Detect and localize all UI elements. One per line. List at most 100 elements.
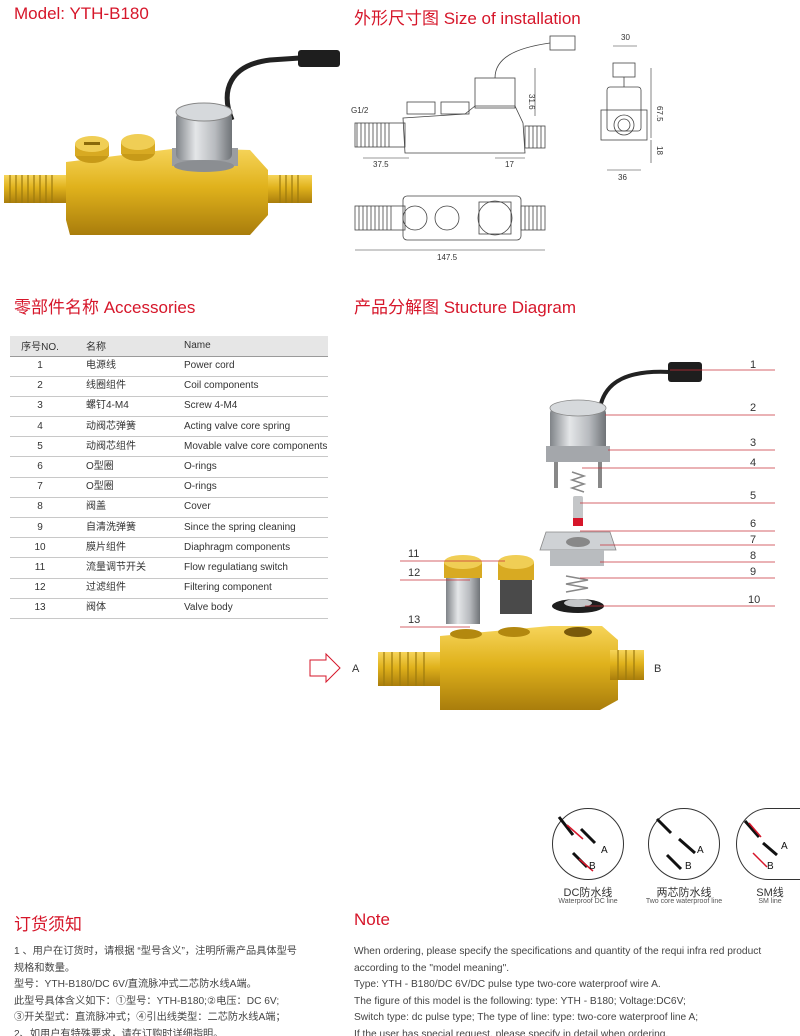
dim-31-6: 31.6 [527, 94, 536, 110]
structure-diagram [309, 362, 702, 710]
dim-67-5: 67.5 [655, 106, 664, 122]
cell-en: O-rings [178, 456, 328, 478]
cell-en: O-rings [178, 477, 328, 498]
dim-18: 18 [655, 146, 664, 155]
cell-no: 13 [10, 598, 70, 619]
cable-two-core-icon: A B [648, 808, 720, 880]
accessories-heading: 零部件名称 Accessories [14, 298, 196, 317]
cable-sm-a: A [781, 841, 788, 852]
col-header-en: Name [178, 336, 328, 357]
installation-heading: 外形尺寸图 Size of installation [354, 9, 581, 28]
ordering-line: 2、如用户有特殊要求，请在订购时详细指明。 [14, 1028, 224, 1036]
cell-cn: 螺钉4-M4 [70, 396, 178, 418]
cable-dc-a: A [601, 845, 608, 856]
cell-cn: 过滤组件 [70, 578, 178, 599]
cell-en: Movable valve core components [178, 436, 328, 458]
cell-cn: 阀体 [70, 598, 178, 619]
dim-37-5: 37.5 [373, 160, 389, 169]
note-line: When ordering, please specify the specif… [354, 946, 762, 957]
note-text-en: When ordering, please specify the specif… [354, 944, 798, 1036]
dim-36: 36 [618, 173, 627, 182]
ordering-line: 规格和数量。 [14, 962, 76, 974]
callout-9: 9 [750, 566, 757, 578]
callout-lines [400, 369, 775, 628]
callout-5: 5 [750, 490, 757, 502]
callout-8: 8 [750, 550, 757, 562]
cell-no: 6 [10, 456, 70, 478]
cell-cn: 膜片组件 [70, 537, 178, 559]
cell-no: 8 [10, 497, 70, 519]
cell-cn: O型圈 [70, 477, 178, 498]
note-line: The figure of this model is the followin… [354, 995, 686, 1007]
col-header-cn: 名称 [70, 336, 178, 357]
callout-13: 13 [408, 614, 421, 626]
note-line: according to the "model meaning". [354, 962, 510, 974]
ordering-text-cn: 1 、用户在订货时，请根据 “型号含义”，注明所需产品具体型号 规格和数量。 型… [14, 944, 339, 1036]
outlet-label: B [654, 663, 662, 675]
dim-thread: G1/2 [351, 106, 369, 115]
table-header-row: 序号NO. 名称 Name [10, 336, 328, 357]
cable-dc-sub: Waterproof DC line [558, 898, 618, 905]
cable-sm-label: SM线 [756, 887, 784, 899]
cable-sm-b: B [767, 861, 774, 872]
dim-147-5: 147.5 [437, 253, 458, 262]
cell-cn: 动阀芯弹簧 [70, 416, 178, 438]
cell-no: 12 [10, 578, 70, 599]
cell-no: 7 [10, 477, 70, 498]
cable-sm-icon: A B [736, 808, 800, 880]
cable-dc-b: B [589, 861, 596, 872]
cell-en: Since the spring cleaning [178, 517, 328, 539]
cell-cn: 电源线 [70, 356, 178, 377]
cell-cn: 动阀芯组件 [70, 436, 178, 458]
cell-cn: 线圈组件 [70, 376, 178, 397]
cell-no: 5 [10, 436, 70, 458]
cable-two-core-sub: Two core waterproof line [645, 898, 723, 905]
cable-two-core-a: A [697, 845, 704, 856]
cell-cn: 自清洗弹簧 [70, 517, 178, 539]
callout-7: 7 [750, 534, 757, 546]
dim-17: 17 [505, 160, 514, 169]
cell-no: 3 [10, 396, 70, 418]
cell-en: Coil components [178, 376, 328, 397]
note-line: Type: YTH - B180/DC 6V/DC pulse type two… [354, 979, 661, 990]
model-heading: Model: YTH-B180 [14, 4, 149, 23]
callout-11: 11 [408, 548, 420, 560]
cable-two-core-label: 两芯防水线 [656, 887, 712, 899]
cell-en: Cover [178, 497, 328, 519]
ordering-line: 1 、用户在订货时，请根据 “型号含义”，注明所需产品具体型号 [14, 946, 297, 957]
ordering-heading: 订货须知 [14, 915, 82, 934]
cell-en: Valve body [178, 598, 328, 619]
cable-sm-sub: SM line [758, 898, 782, 905]
cable-two-core-b: B [685, 861, 692, 872]
cell-en: Acting valve core spring [178, 416, 328, 438]
cable-dc-label: DC防水线 [563, 887, 613, 899]
cell-no: 10 [10, 537, 70, 559]
cell-no: 11 [10, 557, 70, 579]
cell-en: Flow regulatiang switch [178, 557, 328, 579]
callout-12: 12 [408, 567, 421, 579]
installation-drawing: G1/2 37.5 17 31.6 30 67.5 18 36 147.5 [351, 33, 664, 262]
cell-en: Power cord [178, 356, 328, 377]
cable-dc-icon: A B [552, 808, 624, 880]
cell-en: Diaphragm components [178, 537, 328, 559]
structure-heading: 产品分解图 Stucture Diagram [354, 298, 576, 317]
ordering-line: ③开关型式：直流脉冲式；④引出线类型：二芯防水线A端； [14, 1012, 286, 1023]
note-line: If the user has special request, please … [354, 1028, 669, 1036]
cell-cn: 流量调节开关 [70, 557, 178, 579]
callout-2: 2 [750, 402, 757, 414]
note-heading: Note [354, 910, 390, 929]
col-header-no: 序号NO. [10, 336, 70, 357]
inlet-label: A [352, 663, 360, 675]
cell-no: 4 [10, 416, 70, 438]
